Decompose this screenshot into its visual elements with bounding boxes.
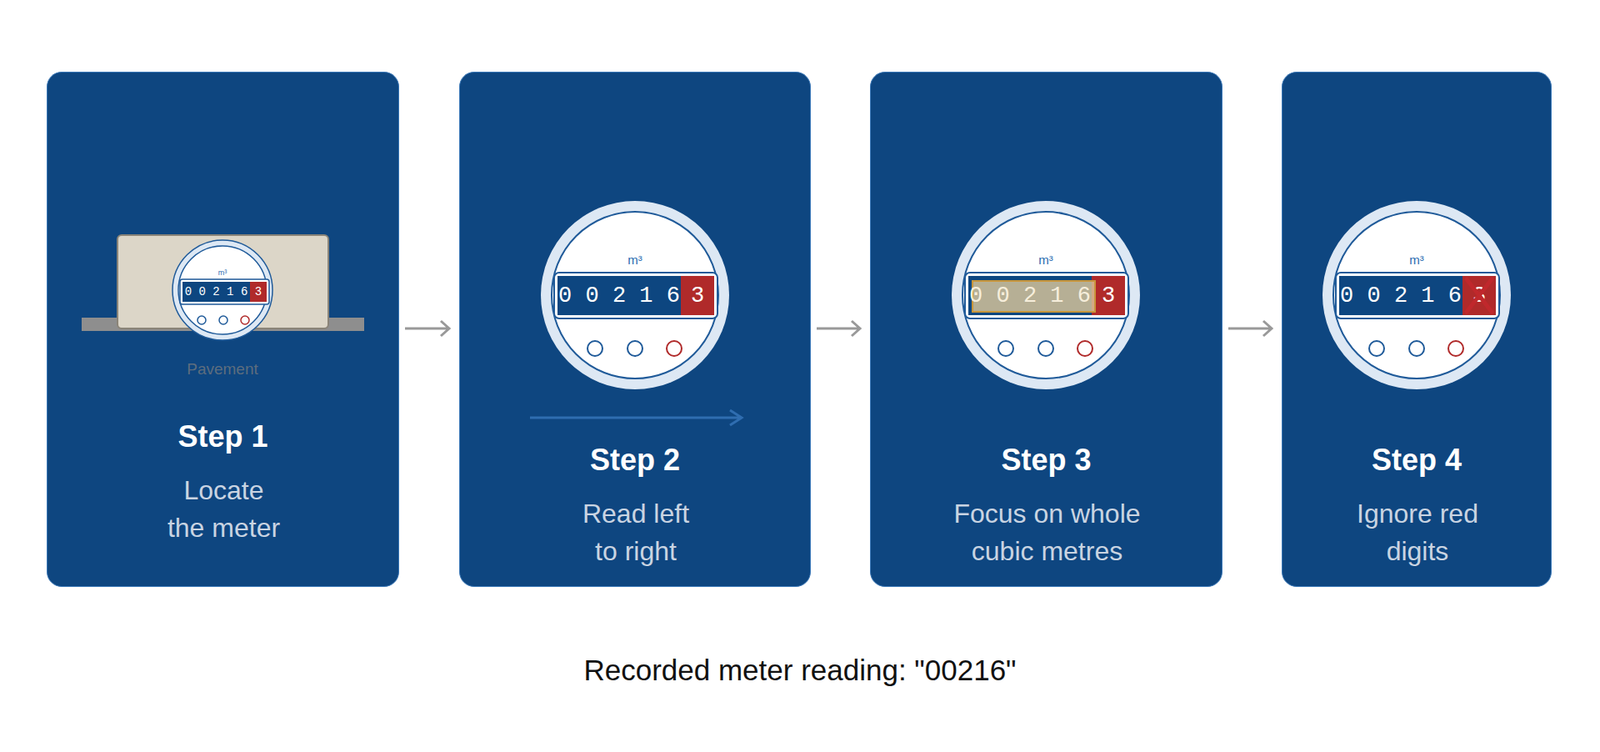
pavement-label: Pavement <box>186 360 259 377</box>
meter-face <box>1333 211 1500 379</box>
meter-face <box>551 211 719 379</box>
red-digit: 3 <box>690 285 705 308</box>
digit-frame <box>180 279 270 305</box>
meter-box <box>117 235 329 329</box>
digit-window <box>557 275 715 315</box>
dial-circle <box>627 340 643 356</box>
meter-ring <box>1322 200 1511 390</box>
unit-label: m³ <box>218 269 228 277</box>
unit-label: m³ <box>1038 253 1054 266</box>
step-card: Step 1 Locate the meter <box>46 71 400 587</box>
flow-arrow <box>405 320 450 336</box>
step-card: Step 2 Read left to right <box>459 71 811 587</box>
caption: Recorded meter reading: "00216" <box>0 653 1600 687</box>
pavement-strip <box>81 317 365 331</box>
digit-frame <box>965 272 1129 319</box>
red-digit-window <box>680 275 715 315</box>
meter-digits: 0 0 2 1 6 <box>185 285 249 298</box>
red-digit-window <box>250 281 267 302</box>
meter-ring <box>951 200 1140 390</box>
step-title: Step 2 <box>460 441 810 479</box>
red-digit: 3 <box>1472 285 1486 308</box>
dial-circle <box>998 340 1014 356</box>
step-description: Focus on whole cubic metres <box>951 495 1144 570</box>
red-digit-window <box>1091 275 1125 315</box>
digit-frame <box>1335 272 1500 319</box>
step-card: Step 4 Ignore red digits <box>1281 71 1552 587</box>
dial-circle <box>587 340 603 356</box>
dial-circle <box>666 340 682 356</box>
meter-face <box>962 211 1130 379</box>
step-card: Step 3 Focus on whole cubic metres <box>870 71 1223 587</box>
meter-ring <box>540 200 730 390</box>
step-description: Read left to right <box>573 495 699 570</box>
dial-circle <box>197 315 206 325</box>
digit-frame <box>554 272 718 319</box>
digit-window <box>1339 275 1496 315</box>
red-digit: 3 <box>255 285 262 298</box>
meter-digits: 0 0 2 1 6 <box>558 285 680 308</box>
dial-circle <box>240 315 250 325</box>
step-title: Step 4 <box>1282 441 1551 479</box>
unit-label: m³ <box>627 253 643 266</box>
flow-arrow <box>816 320 860 336</box>
dial-circle <box>1038 340 1054 356</box>
meter-digits: 0 0 2 1 6 <box>969 285 1091 308</box>
dial-circle <box>1077 340 1093 356</box>
dial-circle <box>1409 340 1425 356</box>
meter-face <box>178 245 267 335</box>
dial-circle <box>1369 340 1385 356</box>
step-description: Ignore red digits <box>1346 495 1489 570</box>
reading-direction-arrow <box>530 410 742 425</box>
meter-ring <box>172 240 273 340</box>
red-digit-window <box>1462 275 1496 315</box>
step-description: Locate the meter <box>163 471 285 547</box>
ignore-cross <box>1466 279 1492 312</box>
flow-arrow <box>1228 320 1272 336</box>
red-digit: 3 <box>1101 285 1115 308</box>
unit-label: m³ <box>1409 253 1425 266</box>
step-title: Step 1 <box>47 418 399 455</box>
dial-circle <box>219 315 228 325</box>
digit-window <box>968 275 1125 315</box>
whole-units-highlight <box>972 280 1095 312</box>
digit-window <box>182 281 267 302</box>
meter-digits: 0 0 2 1 6 <box>1340 285 1462 308</box>
dial-circle <box>1448 340 1464 356</box>
step-title: Step 3 <box>870 441 1222 479</box>
